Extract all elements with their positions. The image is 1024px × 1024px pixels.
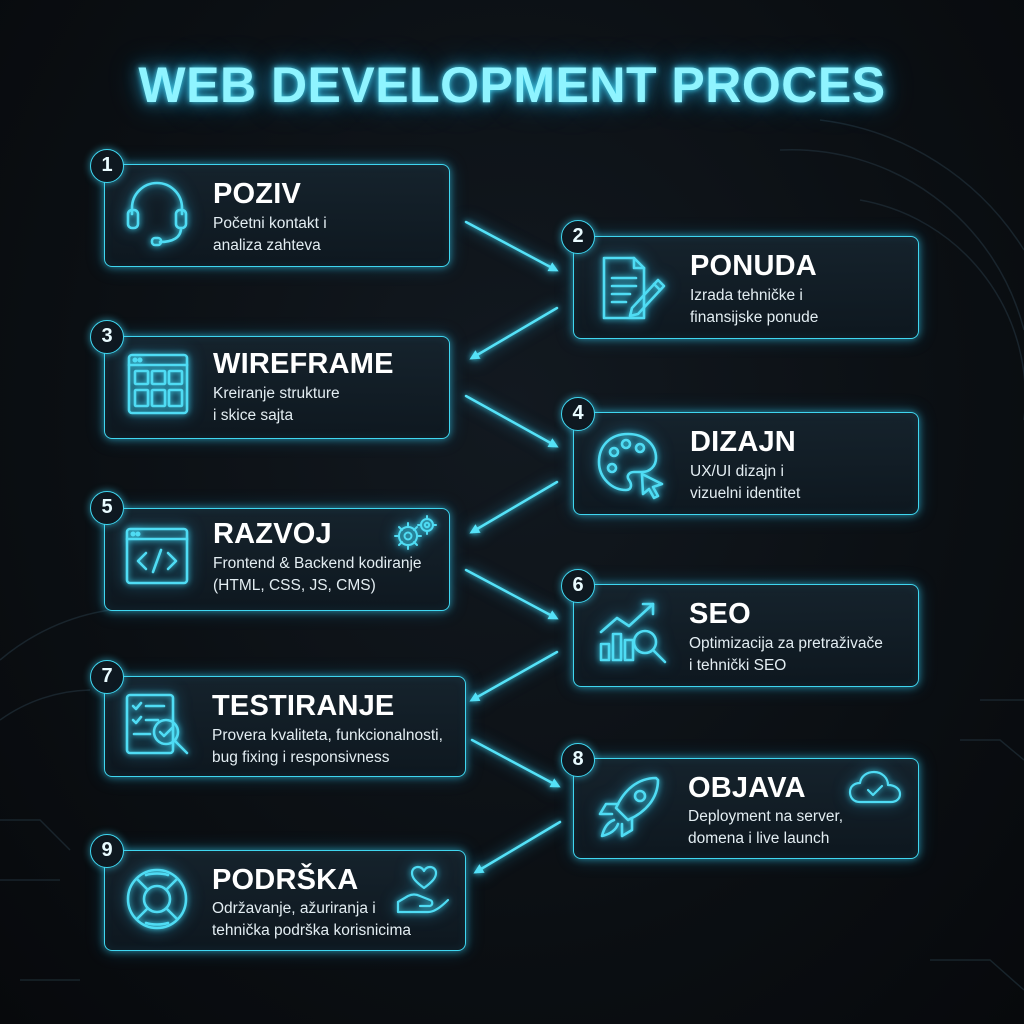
step-number-badge: 9: [90, 834, 124, 868]
step-title: POZIV: [213, 178, 302, 210]
step-description-line-1: Frontend & Backend kodiranje: [213, 555, 422, 572]
step-description-line-1: Provera kvaliteta, funkcionalnosti,: [212, 727, 443, 744]
cloud-check-icon: [848, 770, 902, 806]
step-description-line-2: i skice sajta: [213, 407, 294, 424]
step-title: DIZAJN: [690, 426, 796, 458]
step-description-line-2: i tehnički SEO: [689, 657, 787, 674]
step-title: WIREFRAME: [213, 348, 394, 380]
step-title: PONUDA: [690, 250, 817, 282]
step-description-line-1: Izrada tehničke i: [690, 287, 803, 304]
step-7-testiranje: [104, 676, 466, 777]
step-title: PODRŠKA: [212, 864, 359, 896]
step-description-line-1: UX/UI dizajn i: [690, 463, 784, 480]
wireframe-grid-icon: [126, 352, 190, 416]
step-9-podrska: [104, 850, 466, 951]
step-6-seo: [573, 584, 919, 687]
step-number-badge: 4: [561, 397, 595, 431]
step-number-badge: 2: [561, 220, 595, 254]
step-description-line-2: (HTML, CSS, JS, CMS): [213, 577, 376, 594]
lifebuoy-icon: [124, 866, 190, 932]
document-pen-icon: [598, 254, 670, 322]
step-description-line-2: vizuelni identitet: [690, 485, 801, 502]
step-1-poziv: [104, 164, 450, 267]
palette-cursor-icon: [596, 430, 668, 500]
rocket-icon: [596, 774, 662, 842]
code-window-icon: [124, 526, 190, 586]
step-number-badge: 1: [90, 149, 124, 183]
step-description-line-1: Početni kontakt i: [213, 215, 327, 232]
step-title: TESTIRANJE: [212, 690, 395, 722]
step-3-wireframe: [104, 336, 450, 439]
step-description-line-2: finansijske ponude: [690, 309, 819, 326]
step-number-badge: 6: [561, 569, 595, 603]
step-description-line-1: Kreiranje strukture: [213, 385, 340, 402]
step-description-line-1: Održavanje, ažuriranja i: [212, 900, 376, 917]
chart-magnifier-icon: [597, 600, 673, 670]
step-description-line-2: domena i live launch: [688, 830, 830, 847]
step-description-line-2: analiza zahteva: [213, 237, 321, 254]
step-number-badge: 8: [561, 743, 595, 777]
step-4-dizajn: [573, 412, 919, 515]
step-8-objava: [573, 758, 919, 859]
gears-icon: [392, 514, 438, 550]
step-description-line-2: bug fixing i responsivness: [212, 749, 390, 766]
step-description-line-1: Deployment na server,: [688, 808, 844, 825]
step-2-ponuda: [573, 236, 919, 339]
step-number-badge: 3: [90, 320, 124, 354]
hand-heart-icon: [396, 865, 452, 918]
step-title: RAZVOJ: [213, 518, 332, 550]
step-number-badge: 5: [90, 491, 124, 525]
checklist-magnifier-icon: [124, 692, 192, 758]
step-description-line-2: tehnička podrška korisnicima: [212, 922, 412, 939]
step-number-badge: 7: [90, 660, 124, 694]
step-5-razvoj: [104, 508, 450, 611]
page-title: WEB DEVELOPMENT PROCES: [138, 57, 886, 113]
headset-icon: [124, 180, 190, 250]
step-description-line-1: Optimizacija za pretraživače: [689, 635, 883, 652]
step-title: OBJAVA: [688, 772, 806, 804]
step-title: SEO: [689, 598, 751, 630]
